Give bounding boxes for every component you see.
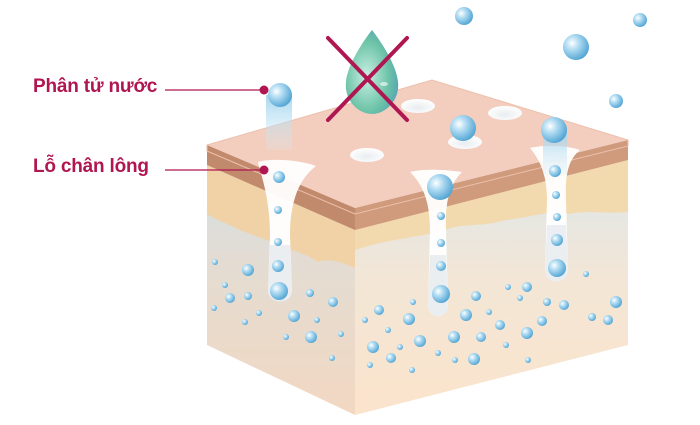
water-molecule-label: Phân tử nước xyxy=(33,76,158,97)
pore-label: Lỗ chân lông xyxy=(33,156,149,177)
water-bubbles xyxy=(211,7,647,373)
skin-surface xyxy=(207,80,628,208)
label-leaders xyxy=(165,85,269,175)
cross-mark-icon xyxy=(326,36,409,122)
